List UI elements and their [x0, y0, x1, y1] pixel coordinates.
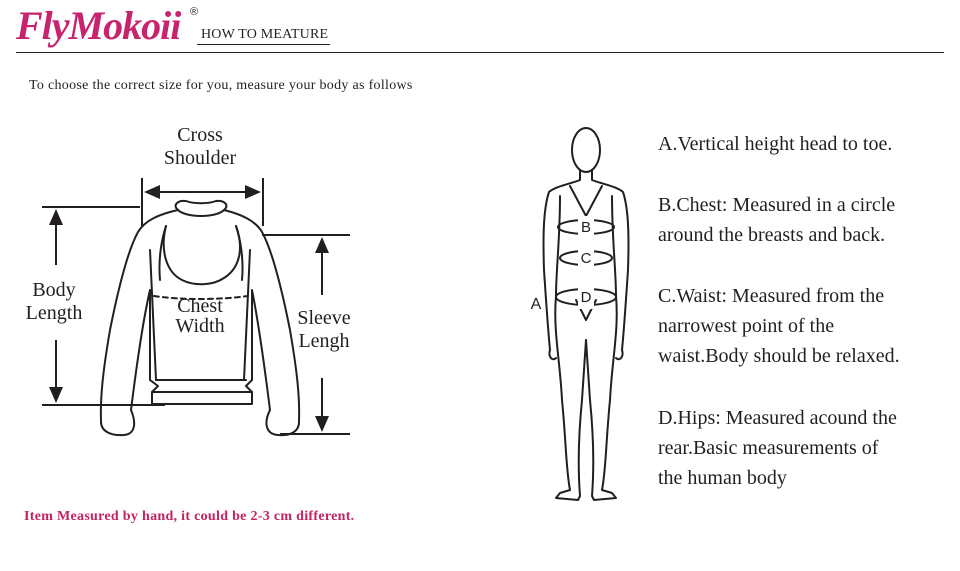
sweater-illustration [99, 199, 301, 437]
human-figure [542, 127, 630, 501]
cross-shoulder-label: Cross Shoulder [150, 124, 250, 170]
description-a: A.Vertical height head to toe. [658, 129, 948, 159]
registered-mark: ® [190, 6, 199, 18]
description-c-line2: narrowest point of the [658, 315, 835, 337]
intro-text: To choose the correct size for you, meas… [29, 78, 413, 93]
sleeve-length-label-line2: Lengh [298, 330, 350, 352]
sleeve-length-label-line1: Sleeve [297, 307, 351, 329]
description-c: C.Waist: Measured from the narrowest poi… [658, 281, 948, 371]
label-a: A [530, 296, 542, 313]
label-d: D [578, 286, 594, 309]
cross-shoulder-label-line2: Shoulder [163, 147, 237, 169]
label-c: C [578, 247, 594, 270]
label-b: B [578, 216, 594, 239]
description-c-line3: waist.Body should be relaxed. [658, 345, 900, 367]
chest-width-label-line1: Chest [177, 295, 223, 317]
description-d-line1: D.Hips: Measured acound the [658, 407, 897, 429]
description-b: B.Chest: Measured in a circle around the… [658, 190, 948, 250]
measurement-disclaimer: Item Measured by hand, it could be 2-3 c… [24, 509, 355, 524]
description-b-line1: B.Chest: Measured in a circle [658, 194, 896, 216]
chest-width-label: Chest Width [160, 296, 240, 336]
description-b-line2: around the breasts and back. [658, 224, 886, 246]
description-a-line1: A.Vertical height head to toe. [658, 133, 893, 155]
description-d-line3: the human body [658, 467, 787, 489]
header-divider [16, 52, 944, 53]
measurement-arrows [42, 178, 350, 435]
header: FlyMokoii ® HOW TO MEATURE [0, 0, 960, 60]
description-d-line2: rear.Basic measurements of [658, 437, 879, 459]
cross-shoulder-label-line1: Cross [177, 124, 223, 146]
body-length-label: Body Length [14, 279, 94, 325]
title-underline [197, 44, 330, 45]
body-length-label-line2: Length [25, 302, 83, 324]
sleeve-length-label: Sleeve Lengh [284, 307, 364, 353]
description-c-line1: C.Waist: Measured from the [658, 285, 885, 307]
body-length-label-line1: Body [32, 279, 76, 301]
description-d: D.Hips: Measured acound the rear.Basic m… [658, 403, 948, 493]
chest-width-label-line2: Width [175, 315, 225, 337]
page-title: HOW TO MEATURE [201, 27, 329, 42]
brand-logo: FlyMokoii [16, 3, 181, 48]
